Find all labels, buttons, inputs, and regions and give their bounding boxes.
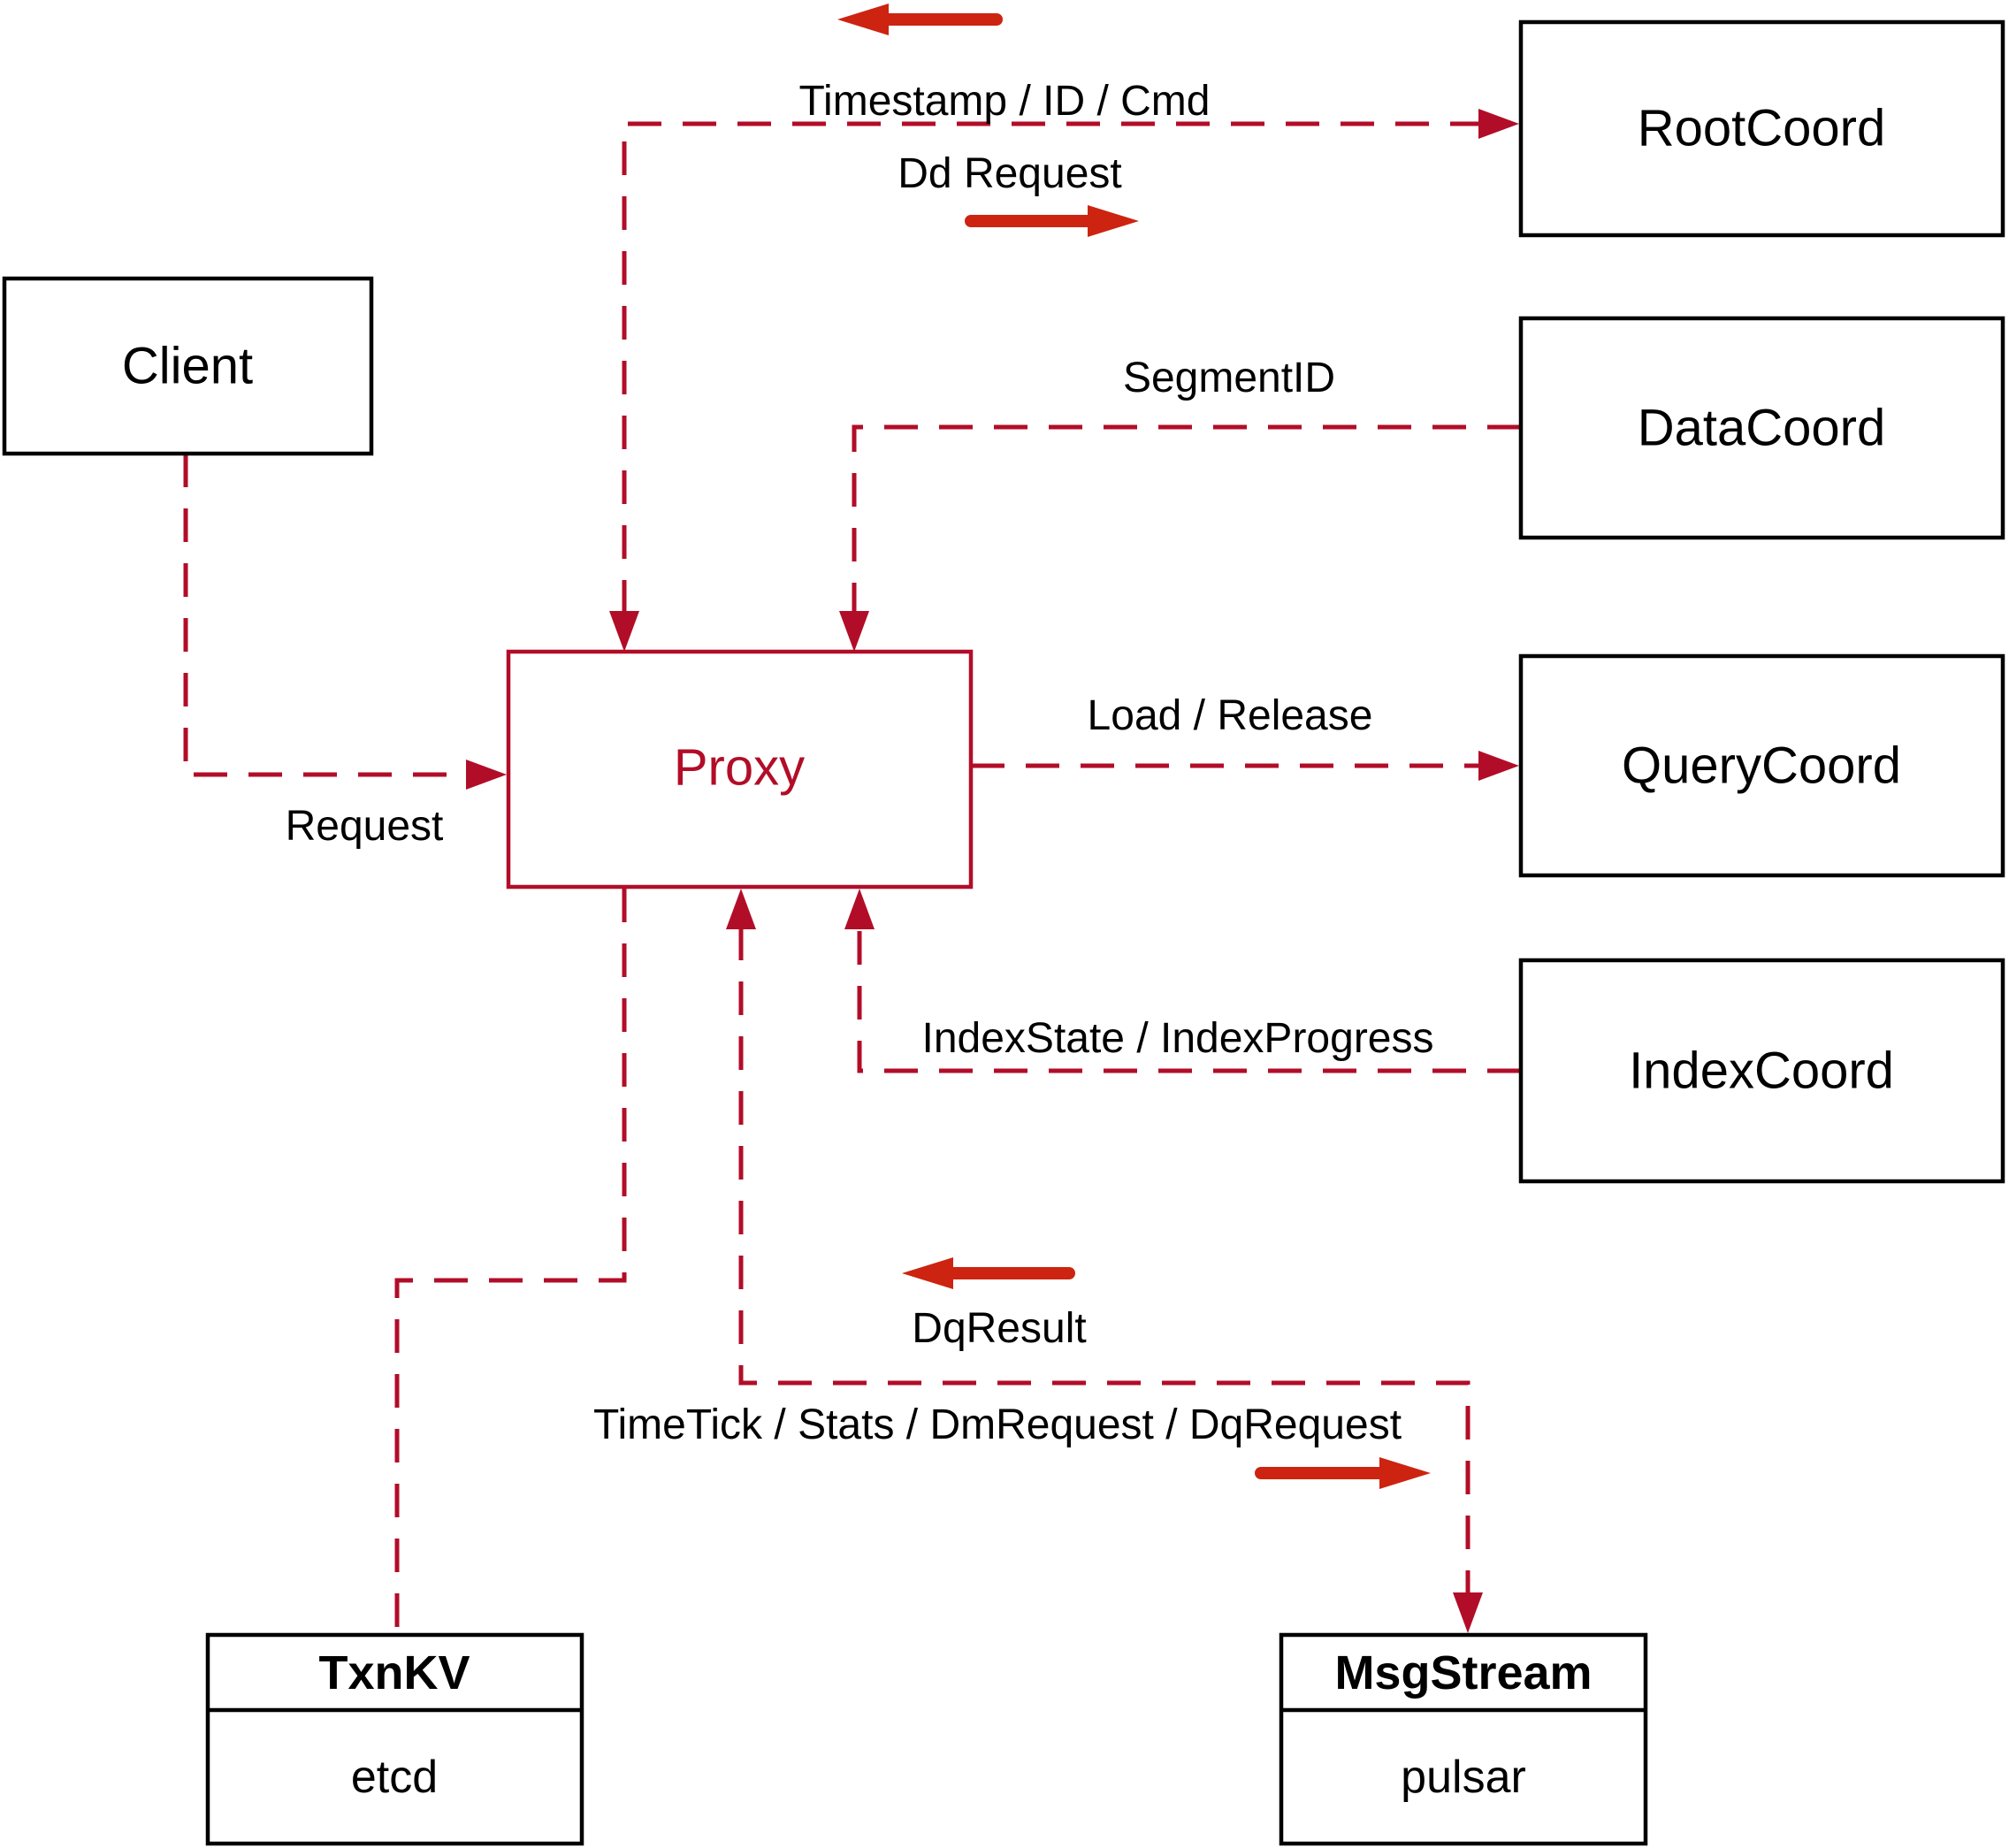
arrowhead-into-proxy-top-left <box>609 611 639 652</box>
querycoord-box <box>1518 653 2005 878</box>
msgstream-box <box>1279 1632 1648 1846</box>
indexcoord-label: IndexCoord <box>1629 1042 1894 1100</box>
arrowhead-into-proxy-top-right <box>839 611 869 652</box>
indexcoord-box <box>1518 958 2005 1184</box>
dq-result-label: DqResult <box>912 1305 1086 1352</box>
arrowhead-into-proxy-left <box>466 760 507 790</box>
edge-msgstream-line <box>738 927 1470 1595</box>
edge-timestamp-line <box>622 121 1480 614</box>
datacoord-box <box>1518 316 2005 540</box>
request-label: Request <box>286 803 444 850</box>
proxy-label: Proxy <box>674 739 805 797</box>
msgstream-title: MsgStream <box>1334 1646 1592 1699</box>
edge-indexstate-line <box>857 927 1521 1073</box>
rootcoord-label: RootCoord <box>1638 100 1885 157</box>
node-boxes <box>2 19 2005 1846</box>
txnkv-impl: etcd <box>351 1752 438 1803</box>
edge-segmentid-line <box>852 424 1521 614</box>
txnkv-box <box>205 1632 584 1846</box>
dd-request-label: Dd Request <box>898 150 1121 197</box>
client-label: Client <box>122 338 253 395</box>
dd-request-right-arrow-icon <box>1088 205 1139 237</box>
arrowhead-into-querycoord <box>1478 751 1519 781</box>
arrowhead-into-proxy-bottom-right <box>844 889 875 929</box>
segmentid-label: SegmentID <box>1123 355 1335 401</box>
msgstream-impl: pulsar <box>1401 1752 1526 1803</box>
connector-arrowheads <box>466 109 1519 1633</box>
direction-arrow-shafts <box>878 13 1390 1479</box>
edge-txnkv-line <box>394 889 627 1633</box>
querycoord-label: QueryCoord <box>1622 737 1901 795</box>
indexstate-label: IndexState / IndexProgress <box>922 1015 1434 1062</box>
dashed-connectors <box>183 121 1521 1633</box>
txnkv-title: TxnKV <box>318 1646 470 1699</box>
time-tick-right-arrow-icon <box>1379 1457 1431 1489</box>
timestamp-left-arrow-icon <box>837 4 889 35</box>
direction-arrows <box>837 4 1431 1489</box>
load-release-label: Load / Release <box>1088 692 1373 739</box>
datacoord-label: DataCoord <box>1638 400 1885 457</box>
client-box <box>2 276 374 456</box>
timestamp-label: Timestamp / ID / Cmd <box>799 78 1211 125</box>
dq-result-left-arrow-icon <box>902 1257 953 1289</box>
edge-request-line <box>183 454 469 777</box>
arrowhead-into-msgstream <box>1453 1592 1483 1633</box>
proxy-box <box>506 649 974 890</box>
arrowhead-into-proxy-bottom-left <box>726 889 756 929</box>
rootcoord-box <box>1518 19 2005 238</box>
arrowhead-into-rootcoord <box>1478 109 1519 139</box>
time-tick-label: TimeTick / Stats / DmRequest / DqRequest <box>593 1401 1402 1448</box>
